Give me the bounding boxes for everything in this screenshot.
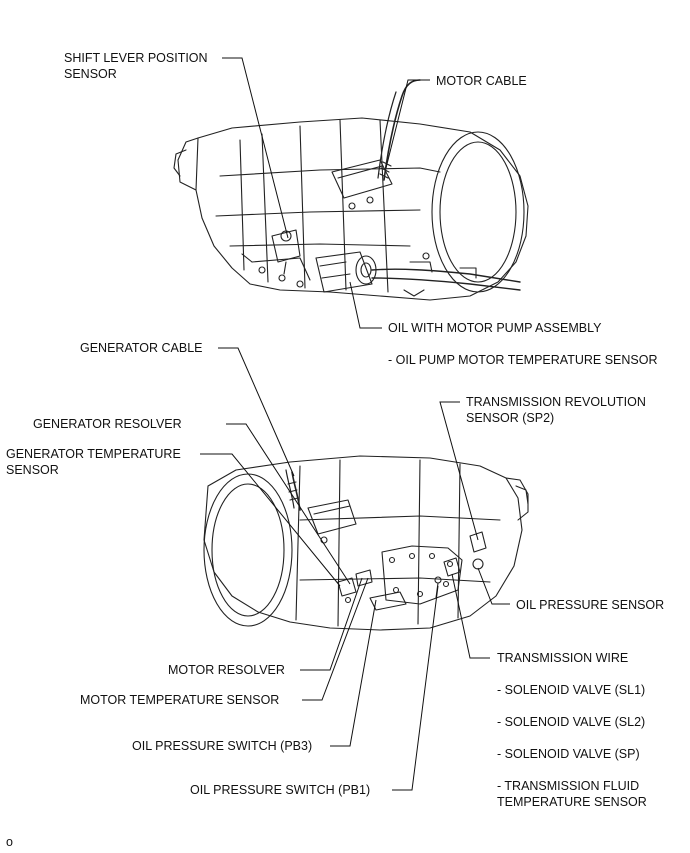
- label-transmission-fluid-temperature-sensor: - TRANSMISSION FLUID TEMPERATURE SENSOR: [497, 779, 647, 809]
- label-transmission-wire: TRANSMISSION WIRE: [497, 651, 629, 665]
- leader-oil-with-motor-pump-assembly: [349, 281, 382, 329]
- label-oil-pressure-sensor: OIL PRESSURE SENSOR: [516, 598, 665, 612]
- lower-transaxle-drawing: [203, 455, 529, 631]
- label-generator-resolver: GENERATOR RESOLVER: [33, 417, 182, 431]
- leader-generator-resolver: [226, 423, 351, 585]
- label-motor-cable: MOTOR CABLE: [436, 74, 527, 88]
- leader-transmission-revolution-sensor: [439, 401, 479, 541]
- leader-motor-temperature-sensor: [302, 577, 369, 701]
- leader-generator-cable: [218, 347, 295, 477]
- label-motor-resolver: MOTOR RESOLVER: [168, 663, 285, 677]
- leader-motor-resolver: [300, 577, 363, 671]
- figure-code: o: [6, 835, 13, 849]
- label-oil-with-motor-pump-assembly: OIL WITH MOTOR PUMP ASSEMBLY: [388, 321, 602, 335]
- label-oil-pump-motor-temperature-sensor: - OIL PUMP MOTOR TEMPERATURE SENSOR: [388, 353, 658, 367]
- upper-transaxle-drawing: [173, 79, 529, 301]
- label-solenoid-valve-sl1: - SOLENOID VALVE (SL1): [497, 683, 646, 697]
- label-shift-lever-position-sensor: SHIFT LEVER POSITION SENSOR: [64, 51, 208, 81]
- label-oil-pressure-switch-pb1: OIL PRESSURE SWITCH (PB1): [190, 783, 371, 797]
- leader-oil-pressure-switch-pb3: [330, 599, 377, 747]
- label-oil-pressure-switch-pb3: OIL PRESSURE SWITCH (PB3): [132, 739, 313, 753]
- leader-generator-temperature-sensor: [200, 453, 341, 587]
- leader-shift-lever-position-sensor: [222, 57, 289, 239]
- leader-motor-cable: [385, 79, 430, 169]
- label-solenoid-valve-sp: - SOLENOID VALVE (SP): [497, 747, 640, 761]
- label-transmission-revolution-sensor: TRANSMISSION REVOLUTION SENSOR (SP2): [466, 395, 646, 425]
- leader-oil-pressure-sensor: [477, 567, 510, 605]
- leader-transmission-wire: [451, 573, 490, 659]
- label-motor-temperature-sensor: MOTOR TEMPERATURE SENSOR: [80, 693, 280, 707]
- leader-oil-pressure-switch-pb1: [392, 585, 439, 791]
- label-solenoid-valve-sl2: - SOLENOID VALVE (SL2): [497, 715, 646, 729]
- label-generator-temperature-sensor: GENERATOR TEMPERATURE SENSOR: [6, 447, 181, 477]
- label-generator-cable: GENERATOR CABLE: [80, 341, 203, 355]
